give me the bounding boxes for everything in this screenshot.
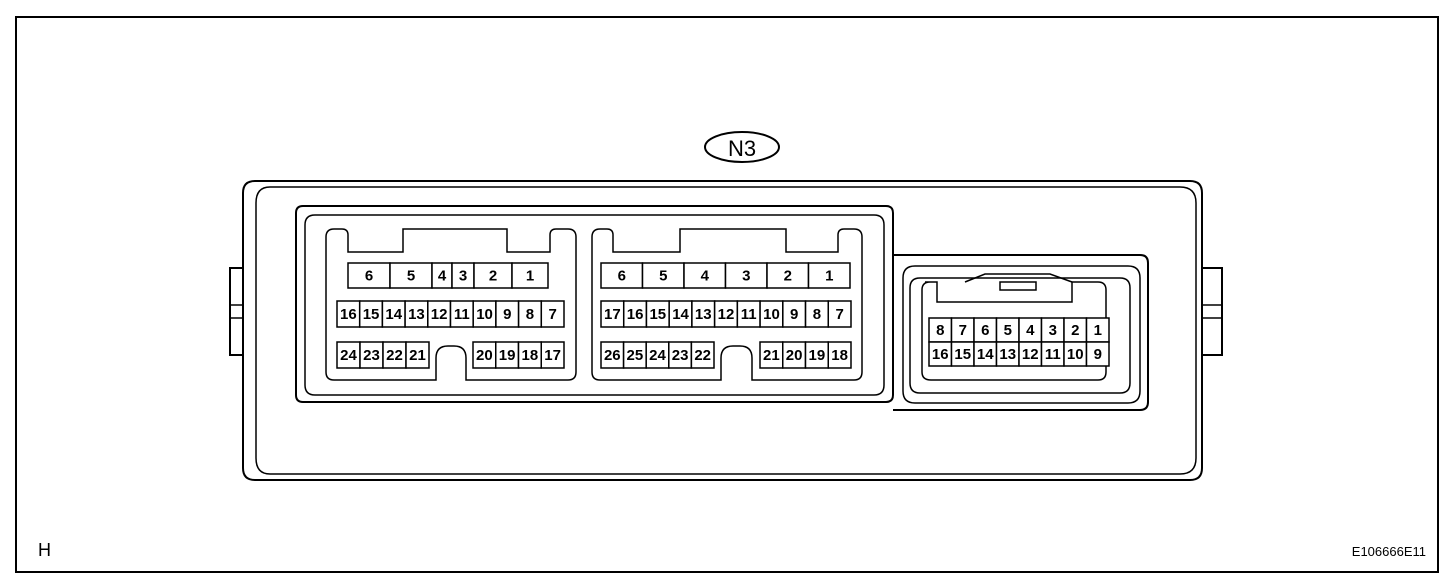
pin-cell xyxy=(540,341,565,369)
pin-number: 22 xyxy=(386,347,403,364)
pin-number: 9 xyxy=(1094,346,1102,363)
pin-number: 18 xyxy=(522,347,539,364)
pin-number: 16 xyxy=(340,306,357,323)
pin-number: 13 xyxy=(999,346,1016,363)
pin-number: 21 xyxy=(409,347,426,364)
pin-number: 13 xyxy=(695,306,712,323)
pin-number: 7 xyxy=(959,322,967,339)
pin-cell xyxy=(827,300,852,328)
pin-number: 5 xyxy=(407,268,415,285)
pin-number: 8 xyxy=(813,306,821,323)
main-connector-shell xyxy=(295,205,894,403)
pin-number: 10 xyxy=(476,306,493,323)
pin-number: 14 xyxy=(977,346,994,363)
pin-number: 17 xyxy=(604,306,621,323)
pin-number: 6 xyxy=(981,322,989,339)
pin-number: 4 xyxy=(701,268,710,285)
pin-number: 18 xyxy=(831,347,848,364)
pin-number: 25 xyxy=(627,347,644,364)
pin-number: 9 xyxy=(503,306,511,323)
pin-number: 7 xyxy=(548,306,556,323)
figure-frame xyxy=(15,16,1439,573)
pin-cell xyxy=(1085,341,1110,367)
pin-number: 22 xyxy=(694,347,711,364)
pin-number: 20 xyxy=(786,347,803,364)
pin-number: 8 xyxy=(936,322,944,339)
pin-number: 5 xyxy=(659,268,667,285)
pin-number: 6 xyxy=(618,268,626,285)
connector-housing xyxy=(229,180,1223,481)
pin-number: 23 xyxy=(672,347,689,364)
pin-number: 15 xyxy=(649,306,666,323)
pin-number: 9 xyxy=(790,306,798,323)
connector-a-cavity xyxy=(325,228,577,381)
pin-number: 5 xyxy=(1004,322,1012,339)
pin-number: 21 xyxy=(763,347,780,364)
pin-cell xyxy=(389,262,433,289)
pin-cell xyxy=(827,341,852,369)
pin-number: 3 xyxy=(459,268,467,285)
pin-number: 11 xyxy=(1045,346,1061,363)
pin-number: 1 xyxy=(1094,322,1102,339)
pin-cell xyxy=(540,300,565,328)
pin-number: 2 xyxy=(489,268,497,285)
pin-number: 13 xyxy=(408,306,425,323)
pin-number: 2 xyxy=(784,268,792,285)
connector-label-badge: N3 xyxy=(704,131,780,163)
pin-number: 11 xyxy=(454,306,470,323)
pin-number: 17 xyxy=(544,347,561,364)
pin-number: 4 xyxy=(1026,322,1035,339)
pin-cell xyxy=(473,262,513,289)
pin-cell xyxy=(511,262,549,289)
pin-cell xyxy=(807,262,851,289)
pin-number: 10 xyxy=(1067,346,1084,363)
pin-number: 10 xyxy=(763,306,780,323)
pin-number: 15 xyxy=(363,306,380,323)
pin-cell xyxy=(405,341,430,369)
pin-number: 24 xyxy=(340,347,357,364)
pin-number: 11 xyxy=(741,306,757,323)
pin-number: 8 xyxy=(526,306,534,323)
figure-code: E106666E11 xyxy=(1352,544,1426,559)
pin-number: 23 xyxy=(363,347,380,364)
pin-cell xyxy=(690,341,715,369)
pin-number: 4 xyxy=(438,268,447,285)
pin-number: 16 xyxy=(627,306,644,323)
pin-number: 12 xyxy=(718,306,735,323)
pin-cell xyxy=(600,262,644,289)
pin-number: 1 xyxy=(526,268,534,285)
pin-number: 16 xyxy=(932,346,949,363)
pin-number: 3 xyxy=(1049,322,1057,339)
pin-number: 2 xyxy=(1071,322,1079,339)
pin-number: 1 xyxy=(825,268,833,285)
connector-label: N3 xyxy=(728,136,756,161)
pin-number: 12 xyxy=(1022,346,1039,363)
connector-c-shell xyxy=(893,254,1149,411)
pin-number: 24 xyxy=(649,347,666,364)
pin-number: 19 xyxy=(499,347,516,364)
pin-number: 7 xyxy=(835,306,843,323)
pin-number: 12 xyxy=(431,306,448,323)
pin-number: 20 xyxy=(476,347,493,364)
pin-number: 6 xyxy=(365,268,373,285)
pin-number: 15 xyxy=(954,346,971,363)
pin-number: 3 xyxy=(742,268,750,285)
pin-number: 14 xyxy=(385,306,402,323)
pin-number: 19 xyxy=(809,347,826,364)
pin-number: 26 xyxy=(604,347,621,364)
pin-number: 14 xyxy=(672,306,689,323)
connector-b-cavity xyxy=(591,228,863,381)
corner-label: H xyxy=(38,540,51,560)
